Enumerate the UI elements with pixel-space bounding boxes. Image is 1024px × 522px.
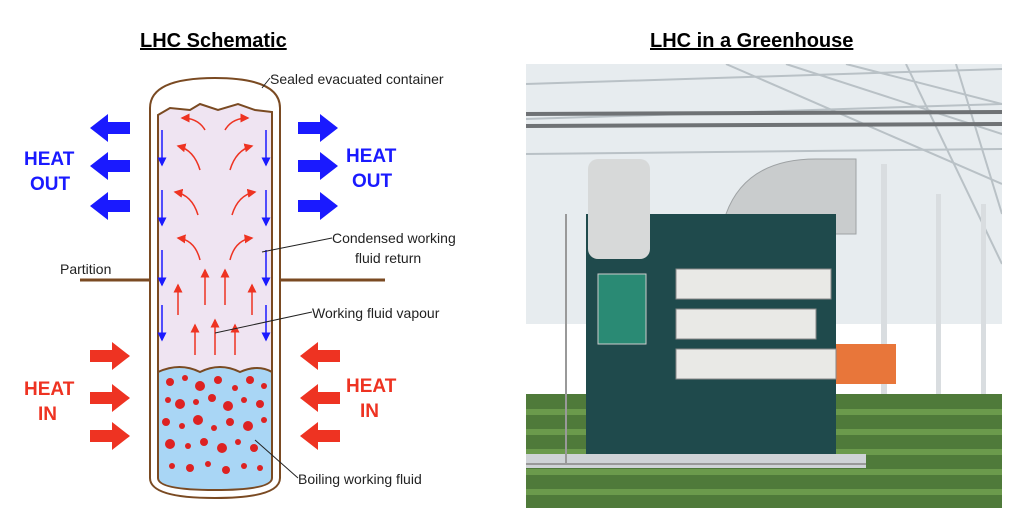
lhc-tank (588, 159, 650, 259)
label-sealed-container: Sealed evacuated container (270, 71, 444, 87)
boiling-bubbles (162, 375, 267, 474)
leader-lines (214, 77, 333, 479)
greenhouse-photo (526, 64, 1002, 508)
heat-out-left-line1: HEAT (24, 149, 75, 170)
support-posts (881, 164, 986, 424)
condensate-arrows (157, 130, 271, 342)
label-condensed-line1: Condensed working (332, 230, 456, 246)
overhead-pipes (526, 110, 1002, 128)
heat-out-arrows-right (298, 114, 338, 220)
label-partition: Partition (60, 261, 111, 277)
heat-in-right-line1: HEAT (346, 376, 397, 397)
platform-frame (526, 214, 866, 465)
label-boiling: Boiling working fluid (298, 471, 422, 487)
support-platform (526, 454, 866, 468)
control-box (597, 273, 647, 345)
background-crates (836, 344, 896, 384)
heat-out-left-line2: OUT (30, 174, 71, 195)
ventilation-grilles (675, 268, 837, 380)
heat-out-arrows-left (90, 114, 130, 220)
heat-in-arrows-right (300, 342, 340, 450)
heat-out-right-line2: OUT (352, 171, 393, 192)
heat-in-left-line1: HEAT (24, 379, 75, 400)
vapour-arrows (173, 113, 257, 355)
heat-out-right-line1: HEAT (346, 146, 397, 167)
heat-in-right-line2: IN (360, 401, 379, 422)
label-vapour: Working fluid vapour (312, 305, 440, 321)
label-condensed-line2: fluid return (355, 250, 421, 266)
photo-title: LHC in a Greenhouse (650, 30, 854, 52)
lhc-schematic-diagram: HEAT OUT HEAT OUT HEAT IN HEAT IN Sealed… (24, 71, 456, 500)
heat-in-arrows-left (90, 342, 130, 450)
schematic-title: LHC Schematic (140, 30, 287, 52)
heat-in-left-line2: IN (38, 404, 57, 425)
